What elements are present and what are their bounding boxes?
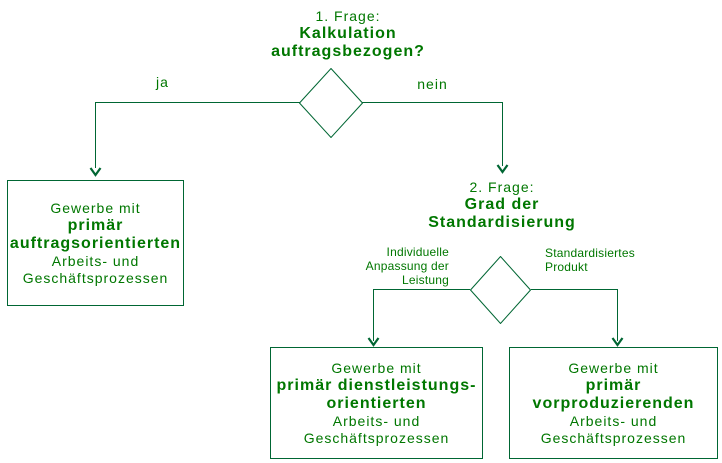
label-standardisiertes-produkt: Standardisiertes Produkt <box>545 246 655 274</box>
label-line: Produkt <box>545 260 588 274</box>
question-1-prefix: 1. Frage: <box>315 8 381 24</box>
outcome-emphasis-line-2: orientierten <box>326 394 427 412</box>
outcome-box-vorproduzierend: Gewerbe mit primär vorproduzierenden Arb… <box>509 347 718 459</box>
arrowhead-down-icon <box>611 337 624 347</box>
label-ja: ja <box>156 74 169 90</box>
outcome-outro-line-2: Geschäftsprozessen <box>22 269 169 286</box>
arrowhead-down-icon <box>496 164 509 174</box>
label-line: Standardisiertes <box>545 246 635 260</box>
outcome-intro: Gewerbe mit <box>568 359 659 376</box>
question-1-title-line-2: auftragsbezogen? <box>271 43 425 60</box>
connector-nein-horizontal <box>362 102 502 103</box>
decision-2-diamond <box>470 256 531 324</box>
question-1-block: 1. Frage: Kalkulation auftragsbezogen? <box>238 8 458 61</box>
label-line: Individuelle <box>386 245 449 259</box>
outcome-box-dienstleistungsorientiert: Gewerbe mit primär dienstleistungs- orie… <box>270 347 483 459</box>
outcome-emphasis-line-2: vorproduzierenden <box>532 394 695 412</box>
label-line: Leistung <box>402 273 449 287</box>
outcome-outro-line-1: Arbeits- und <box>569 412 658 429</box>
connector-standardisiert-vertical <box>617 289 618 341</box>
question-2-title-line-2: Standardisierung <box>428 214 576 231</box>
outcome-outro-line-2: Geschäftsprozessen <box>303 429 450 446</box>
arrowhead-down-icon <box>367 337 380 347</box>
label-line: Anpassung der <box>365 259 449 273</box>
connector-nein-vertical <box>502 102 503 166</box>
question-1-title-line-1: Kalkulation <box>299 25 397 42</box>
outcome-emphasis-line-2: auftragsorientierten <box>9 234 182 252</box>
outcome-emphasis-line-1: primär <box>585 376 642 394</box>
connector-ja-vertical <box>95 102 96 168</box>
arrowhead-down-icon <box>89 167 102 177</box>
decision-1-diamond <box>299 68 363 138</box>
label-nein: nein <box>417 76 448 92</box>
label-individuelle-anpassung: Individuelle Anpassung der Leistung <box>335 245 449 287</box>
question-2-title-line-1: Grad der <box>464 196 540 213</box>
question-2-block: 2. Frage: Grad der Standardisierung <box>402 179 602 232</box>
question-2-prefix: 2. Frage: <box>469 179 535 195</box>
outcome-intro: Gewerbe mit <box>50 199 141 216</box>
outcome-intro: Gewerbe mit <box>331 359 422 376</box>
connector-standardisiert-horizontal <box>531 289 617 290</box>
outcome-outro-line-2: Geschäftsprozessen <box>540 429 687 446</box>
outcome-box-auftragsorientiert: Gewerbe mit primär auftragsorientierten … <box>7 180 184 306</box>
connector-individuell-vertical <box>373 289 374 341</box>
outcome-outro-line-1: Arbeits- und <box>332 412 421 429</box>
outcome-outro-line-1: Arbeits- und <box>51 252 140 269</box>
outcome-emphasis-line-1: primär dienstleistungs- <box>276 376 477 394</box>
outcome-emphasis-line-1: primär <box>67 216 124 234</box>
connector-individuell-horizontal <box>373 289 470 290</box>
connector-ja-horizontal <box>95 102 300 103</box>
